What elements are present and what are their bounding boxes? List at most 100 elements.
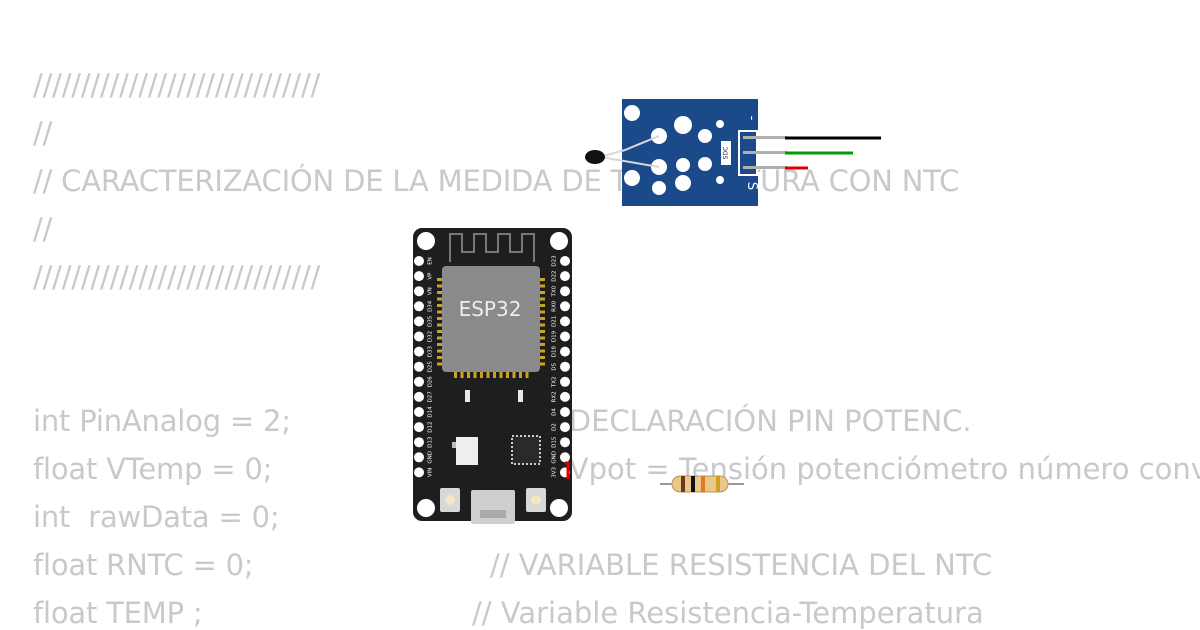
chip-pad: [539, 330, 545, 333]
antenna-trace: [449, 233, 535, 262]
thermistor-lead: [599, 135, 660, 158]
header-pin[interactable]: [414, 452, 424, 463]
usb-port-opening: [480, 510, 506, 518]
chip-pad: [539, 362, 545, 366]
chip-pad: [539, 291, 545, 294]
chip-pad: [467, 372, 470, 378]
mounting-hole: [624, 105, 640, 121]
header-pin[interactable]: [414, 331, 424, 342]
boot-button-cap: [531, 495, 541, 505]
header-pin[interactable]: [414, 376, 424, 387]
chip-pad: [437, 297, 443, 301]
chip-pad: [539, 323, 545, 327]
resistor[interactable]: [660, 475, 744, 493]
resistor-band: [691, 476, 695, 492]
header-pin[interactable]: [560, 437, 570, 448]
header-pin[interactable]: [560, 452, 570, 463]
chip-pad: [519, 372, 522, 378]
header-pin[interactable]: [560, 376, 570, 387]
header-pin[interactable]: [414, 286, 424, 297]
header-pin[interactable]: [414, 346, 424, 357]
chip-pad: [437, 343, 443, 346]
sensor-pin[interactable]: [743, 166, 787, 169]
ntc-sensor-module[interactable]: SDC - S: [585, 99, 787, 206]
sensor-pin[interactable]: [743, 136, 787, 139]
chip-pad: [539, 343, 545, 346]
header-pin[interactable]: [414, 407, 424, 417]
pin-label: D33: [428, 345, 434, 357]
solder-pad: [676, 158, 690, 172]
pin-label: VIN: [428, 468, 434, 478]
header-pin[interactable]: [414, 256, 424, 266]
wire-3v3[interactable]: [565, 461, 570, 479]
header-pin[interactable]: [560, 316, 570, 327]
pin-label: D2: [552, 423, 558, 431]
header-pin[interactable]: [414, 301, 424, 312]
resistor-band: [701, 476, 705, 492]
solder-pad: [674, 116, 692, 134]
chip-pad: [460, 372, 464, 378]
solder-pad: [652, 181, 666, 195]
header-pin[interactable]: [560, 391, 570, 402]
pin-label: D21: [552, 316, 558, 327]
chip-pad: [437, 291, 443, 294]
solder-pad: [698, 157, 712, 171]
mounting-hole: [624, 170, 640, 186]
pin-minus-label: -: [744, 116, 759, 121]
code-comment: // VARIABLE RESISTENCIA DEL NTC: [490, 548, 993, 582]
chip-pad: [499, 372, 503, 378]
thermistor-bead: [585, 150, 605, 164]
code-line: //: [33, 116, 53, 150]
header-pin[interactable]: [560, 346, 570, 357]
pin-s-label: S: [744, 182, 759, 190]
header-pin[interactable]: [560, 422, 570, 433]
pin-label: D4: [552, 408, 558, 416]
header-pin[interactable]: [560, 361, 570, 372]
header-pin[interactable]: [414, 391, 424, 402]
pin-label: D5: [552, 362, 558, 370]
header-pin[interactable]: [414, 271, 424, 282]
usb-port[interactable]: [471, 490, 515, 524]
pin-label: D34: [428, 300, 434, 312]
header-pin[interactable]: [560, 286, 570, 297]
code-line: //: [33, 212, 53, 246]
pin-label: D14: [428, 406, 434, 418]
chip-pad: [539, 336, 545, 340]
chip-pad: [454, 372, 457, 378]
solder-pad: [675, 175, 691, 191]
header-pin[interactable]: [414, 467, 424, 478]
pin-label: D35: [428, 315, 434, 327]
esp32-board[interactable]: ESP32 ENVPVND34D35D32D33D25D26D27D14D12D…: [413, 228, 572, 524]
header-pin[interactable]: [414, 361, 424, 372]
right-pin-header[interactable]: D23D22TX0RX0D21D19D18D5TX2RX2D4D2D15GND3…: [552, 255, 571, 478]
sensor-pin[interactable]: [743, 151, 787, 154]
header-pin[interactable]: [414, 316, 424, 327]
code-line: int rawData = 0;: [33, 500, 280, 534]
header-pin[interactable]: [560, 331, 570, 342]
chip-pad: [539, 297, 545, 301]
header-pin[interactable]: [560, 407, 570, 417]
code-line: float VTemp = 0;: [33, 452, 273, 486]
pin-label: D26: [428, 376, 434, 388]
header-pin[interactable]: [560, 256, 570, 266]
chip-pad: [437, 304, 443, 307]
header-pin[interactable]: [560, 271, 570, 282]
chip-pad: [539, 284, 545, 288]
left-pin-header[interactable]: ENVPVND34D35D32D33D25D26D27D14D12D13GNDV…: [414, 256, 434, 478]
pin-label: D27: [428, 391, 434, 403]
pin-label: D15: [552, 436, 558, 448]
voltage-regulator: [456, 437, 478, 465]
header-pin[interactable]: [414, 437, 424, 448]
pin-label: D12: [428, 421, 434, 432]
header-pin[interactable]: [414, 422, 424, 433]
pin-label: D32: [428, 331, 434, 342]
chip-pad: [506, 372, 509, 378]
chip-pins: [437, 278, 545, 378]
code-comment: // Variable Resistencia-Temperatura: [472, 596, 984, 630]
pin-label: GND: [552, 451, 558, 464]
chip-label: ESP32: [459, 297, 522, 321]
mounting-hole: [417, 232, 435, 250]
pin-label: TX0: [552, 285, 558, 297]
header-pin[interactable]: [560, 301, 570, 312]
